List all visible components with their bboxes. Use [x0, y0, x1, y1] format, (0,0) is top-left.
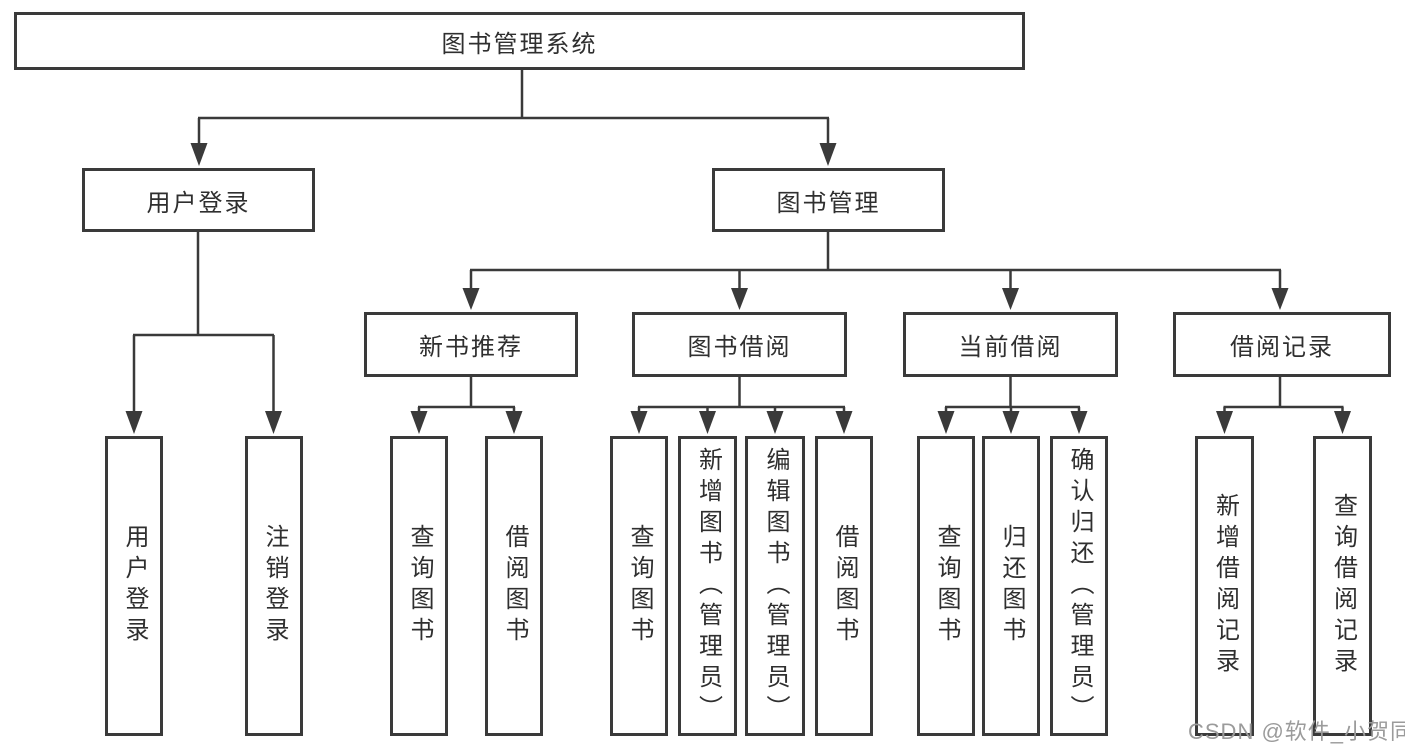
leaf-logout: 注销登录 [245, 436, 303, 736]
node-borrowing-records: 借阅记录 [1173, 312, 1391, 377]
connector-newbookrec-to-leaves [410, 377, 523, 434]
node-book-borrowing: 图书借阅 [632, 312, 847, 377]
leaf-current-query-books: 查询图书 [917, 436, 975, 736]
connector-currentborrow-to-leaves [937, 377, 1088, 434]
leaf-borrow-query-books: 查询图书 [610, 436, 668, 736]
leaf-add-books-admin-label: 新增图书（管理员） [694, 446, 722, 726]
watermark-text: CSDN @软件_小贺同学 [1188, 719, 1405, 744]
leaf-add-borrow-record-label: 新增借阅记录 [1211, 493, 1239, 679]
node-new-book-recommend: 新书推荐 [364, 312, 578, 377]
leaf-logout-label: 注销登录 [261, 524, 288, 648]
leaf-user-login-label: 用户登录 [121, 524, 148, 648]
leaf-return-books: 归还图书 [982, 436, 1040, 736]
leaf-newrec-borrow-books-label: 借阅图书 [501, 524, 528, 648]
leaf-newrec-query-books: 查询图书 [390, 436, 448, 736]
node-book-management-label: 图书管理 [776, 189, 881, 217]
leaf-newrec-query-books-label: 查询图书 [406, 524, 433, 648]
leaf-borrow-books: 借阅图书 [815, 436, 873, 736]
leaf-user-login: 用户登录 [105, 436, 163, 736]
node-current-borrowing: 当前借阅 [903, 312, 1118, 377]
node-book-borrowing-label: 图书借阅 [687, 334, 792, 361]
node-user-login: 用户登录 [82, 168, 315, 232]
node-user-login-label: 用户登录 [146, 189, 251, 217]
leaf-add-books-admin: 新增图书（管理员） [678, 436, 737, 736]
leaf-edit-books-admin: 编辑图书（管理员） [745, 436, 805, 736]
leaf-confirm-return-admin-label: 确认归还（管理员） [1066, 446, 1093, 726]
leaf-borrow-books-label: 借阅图书 [831, 524, 858, 648]
node-root-label: 图书管理系统 [441, 30, 598, 58]
node-root: 图书管理系统 [14, 12, 1025, 70]
leaf-return-books-label: 归还图书 [998, 524, 1025, 648]
connector-borrowrecords-to-leaves [1216, 377, 1351, 434]
leaf-add-borrow-record: 新增借阅记录 [1195, 436, 1254, 736]
leaf-confirm-return-admin: 确认归还（管理员） [1050, 436, 1108, 736]
connector-userlogin-to-leaves [125, 232, 282, 434]
leaf-current-query-books-label: 查询图书 [933, 524, 960, 648]
connector-root-to-level2 [190, 70, 837, 166]
leaf-borrow-query-books-label: 查询图书 [626, 524, 653, 648]
connector-bookmgmt-to-level3 [462, 232, 1289, 310]
node-book-management: 图书管理 [712, 168, 945, 232]
connector-bookborrow-to-leaves [630, 377, 853, 434]
leaf-query-borrow-record: 查询借阅记录 [1313, 436, 1372, 736]
node-borrowing-records-label: 借阅记录 [1230, 334, 1334, 361]
leaf-query-borrow-record-label: 查询借阅记录 [1329, 493, 1357, 679]
leaf-newrec-borrow-books: 借阅图书 [485, 436, 543, 736]
node-current-borrowing-label: 当前借阅 [958, 334, 1063, 361]
leaf-edit-books-admin-label: 编辑图书（管理员） [762, 446, 789, 726]
node-new-book-recommend-label: 新书推荐 [419, 334, 523, 361]
